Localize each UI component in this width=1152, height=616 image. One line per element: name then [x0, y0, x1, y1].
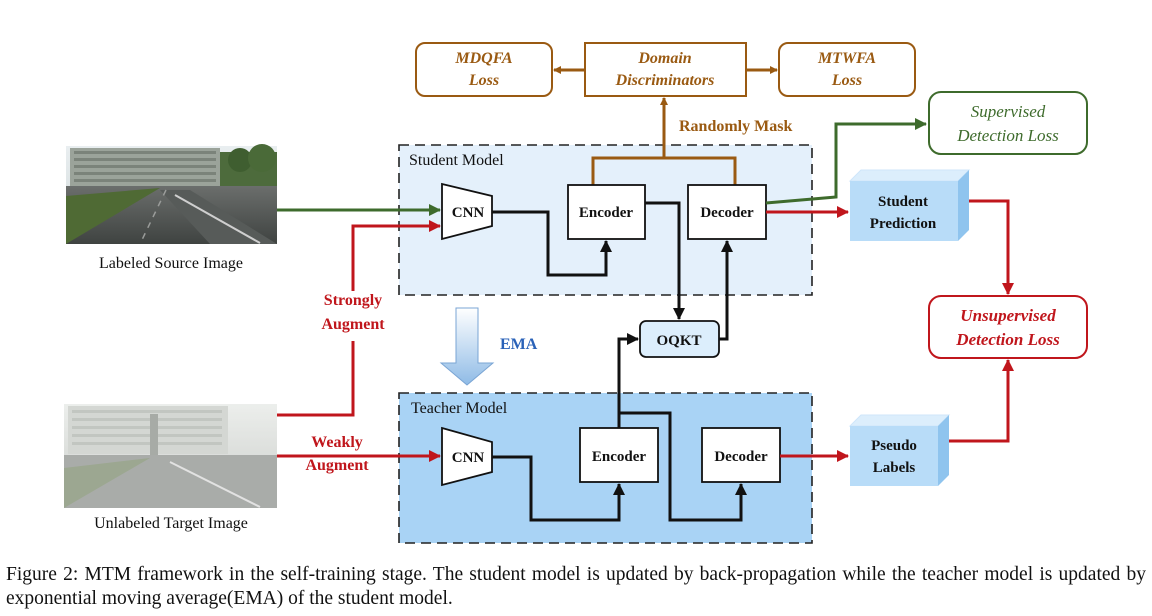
student-prediction-line1: Student — [878, 194, 928, 210]
decoder-to-supervised-arrow — [765, 118, 927, 205]
teacher-encoder-to-decoder-arrow — [619, 411, 747, 522]
mdqfa-loss-box — [415, 42, 553, 97]
mdqfa-loss-line2: Loss — [468, 72, 499, 89]
prediction-to-unsupervised-arrow — [969, 199, 1014, 295]
teacher-cnn-to-encoder-arrow — [492, 455, 625, 522]
unlabeled-target-image — [64, 404, 277, 508]
figure-caption: Figure 2: MTM framework in the self-trai… — [6, 564, 1146, 609]
student-cnn-label: CNN — [452, 205, 485, 221]
pseudo-labels-line2: Labels — [873, 460, 916, 476]
domain-discriminators-line1: Domain — [637, 50, 691, 67]
teacher-decoder-label: Decoder — [714, 449, 768, 465]
oqkt-to-student-decoder-arrow — [719, 240, 733, 341]
labeled-source-image — [66, 144, 277, 245]
unsupervised-loss-line1: Unsupervised — [960, 306, 1056, 325]
teacher-encoder-block — [579, 427, 659, 483]
pseudo-to-unsupervised-arrow — [949, 359, 1014, 443]
weakly-augment-line2: Augment — [305, 457, 369, 474]
strongly-augment-line2: Augment — [321, 316, 385, 333]
randomly-mask-label: Randomly Mask — [679, 118, 792, 135]
domain-discriminators-line2: Discriminators — [615, 72, 715, 89]
teacher-model-title: Teacher Model — [411, 400, 508, 417]
student-encoder-to-oqkt-arrow — [645, 201, 685, 320]
ema-label: EMA — [500, 336, 538, 353]
mtwfa-loss-box — [778, 42, 916, 97]
mtwfa-loss-line1: MTWFA — [817, 50, 876, 67]
labeled-source-image-label: Labeled Source Image — [99, 255, 243, 272]
pseudo-labels-line1: Pseudo — [871, 438, 917, 454]
student-cnn-block — [441, 182, 493, 241]
supervised-loss-line1: Supervised — [971, 102, 1046, 121]
teacher-encoder-label: Encoder — [592, 449, 647, 465]
oqkt-label: OQKT — [656, 333, 701, 349]
strongly-augment-line1: Strongly — [324, 292, 382, 309]
unlabeled-target-image-label: Unlabeled Target Image — [94, 515, 248, 532]
student-encoder-label: Encoder — [579, 205, 634, 221]
student-prediction-cube — [848, 169, 971, 241]
mtwfa-loss-line2: Loss — [831, 72, 862, 89]
teacher-cnn-block — [441, 426, 493, 487]
student-encoder-block — [567, 184, 646, 240]
unsupervised-loss-line2: Detection Loss — [955, 330, 1060, 349]
supervised-loss-line2: Detection Loss — [956, 126, 1059, 145]
unsupervised-loss-box — [928, 295, 1088, 359]
framework-diagram: Student Model Teacher Model MDQFA Loss D… — [64, 42, 1088, 544]
teacher-decoder-block — [701, 427, 781, 483]
supervised-loss-box — [928, 91, 1088, 155]
weakly-augment-line1: Weakly — [311, 434, 363, 451]
student-prediction-line2: Prediction — [870, 216, 937, 232]
pseudo-labels-cube — [848, 414, 951, 486]
student-cnn-to-encoder-arrow — [492, 210, 612, 277]
mdqfa-loss-line1: MDQFA — [454, 50, 513, 67]
ema-arrow — [439, 307, 495, 386]
teacher-cnn-label: CNN — [452, 450, 485, 466]
student-model-title: Student Model — [409, 152, 504, 169]
student-decoder-label: Decoder — [700, 205, 754, 221]
strong-augment-arrow-upper — [351, 220, 441, 291]
teacher-encoder-to-oqkt-arrow — [617, 333, 639, 428]
strong-augment-arrow — [277, 341, 355, 417]
